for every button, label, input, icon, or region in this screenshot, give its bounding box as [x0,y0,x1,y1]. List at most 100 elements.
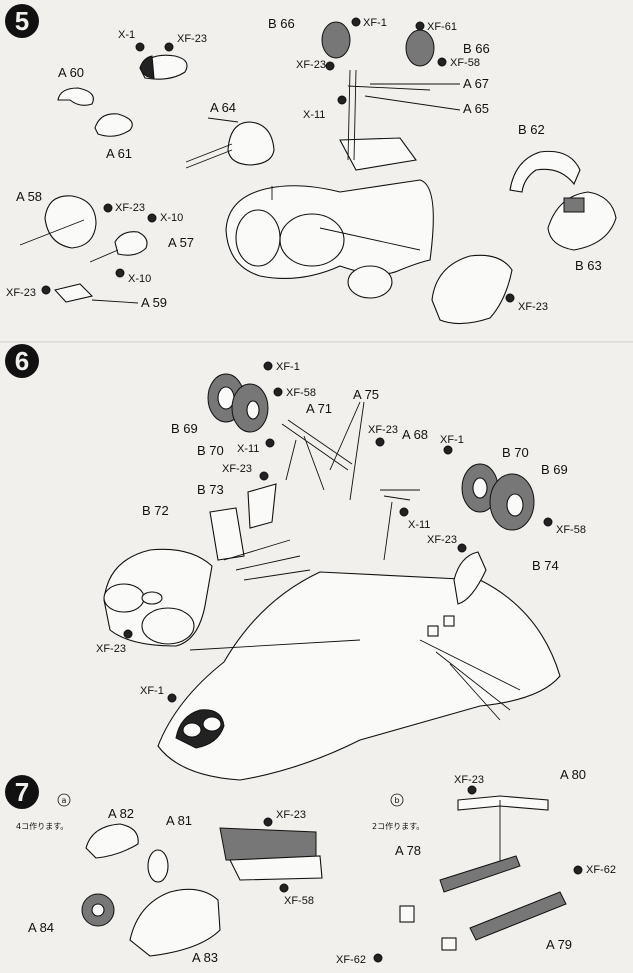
paint-dot [505,293,515,303]
paint-dot [273,387,283,397]
step-6-number: 6 [15,346,29,376]
paint-label: X-10 [128,273,151,285]
paint-dot [167,693,177,703]
b63-window [563,197,585,213]
part-label: A 82 [108,806,134,821]
paint-label: XF-58 [284,895,314,907]
paint-label: X-11 [408,519,430,531]
gun-barrel [185,149,233,169]
step-5-number: 5 [15,6,29,36]
fuselage-window [443,615,455,627]
paint-dot [265,438,275,448]
paint-dot [263,817,273,827]
part-a59 [53,283,94,303]
part-label: B 69 [171,421,198,436]
part-label: A 80 [560,767,586,782]
wheel-b66 [405,29,435,67]
part-label: A 64 [210,100,236,115]
sub-marker-b [390,793,404,807]
part-label: A 65 [463,101,489,116]
paint-dot [115,268,125,278]
paint-label: X-1 [118,29,135,41]
part-label: A 67 [463,76,489,91]
wheel-bay [347,265,393,299]
gun-barrel [185,143,233,163]
paint-label: XF-23 [368,424,398,436]
part-b73 [247,483,277,529]
paint-dot [375,437,385,447]
leader-line [349,401,365,501]
part-a78-second [441,937,457,951]
b72-opening [103,583,145,613]
sub-marker-label: b [394,796,399,805]
paint-label: XF-1 [440,434,464,446]
wheel-hub [506,493,524,517]
paint-label: XF-23 [276,809,306,821]
cockpit-floor [339,137,417,171]
paint-label: XF-62 [336,954,366,966]
paint-dot [164,42,174,52]
paint-dot [279,883,289,893]
paint-label: XF-61 [427,21,457,33]
paint-label: XF-23 [96,643,126,655]
engine-nacelle [431,254,513,325]
step-5: 5 X-1 XF-23 A 60 A 61 A 64 A 58 XF-23 A … [0,4,633,343]
paint-dot [373,953,383,963]
part-label: B 66 [268,16,295,31]
wheel-b66 [321,21,351,59]
part-label: A 84 [28,920,54,935]
paint-dot [103,203,113,213]
cockpit-window [279,213,345,267]
part-a58 [44,195,97,249]
engine-block [219,827,317,861]
paint-label: X-11 [237,443,259,455]
part-a82 [85,823,139,859]
leader-line [329,401,361,471]
paint-dot [543,517,553,527]
nose-window [202,716,222,732]
b72-opening [141,607,195,645]
engine-base [229,855,323,881]
paint-label: X-10 [160,212,183,224]
part-label: B 74 [532,558,559,573]
step-7-number: 7 [15,777,29,807]
paint-label: XF-23 [115,202,145,214]
step-7-badge [5,775,39,809]
paint-label: XF-58 [450,57,480,69]
wing-ribs [419,639,521,721]
quantity-note: 4コ作ります。 [16,821,68,831]
leader-line [207,117,239,123]
nose-window [182,722,202,738]
paint-label: XF-23 [6,287,36,299]
part-label: B 73 [197,482,224,497]
part-a57 [114,231,148,256]
paint-dot [457,543,467,553]
paint-dot [351,17,361,27]
part-a78 [399,905,415,923]
paint-dot [259,471,269,481]
fuselage-main [157,571,561,781]
part-label: A 71 [306,401,332,416]
paint-dot [337,95,347,105]
paint-dot [41,285,51,295]
leader-line [91,299,139,304]
part-label: A 61 [106,146,132,161]
part-label: A 83 [192,950,218,965]
paint-label: XF-58 [286,387,316,399]
paint-label: XF-1 [140,685,164,697]
part-label: A 68 [402,427,428,442]
part-label: B 69 [541,462,568,477]
paint-dot [443,445,453,455]
part-a61 [94,113,133,137]
part-label: B 70 [502,445,529,460]
paint-label: X-11 [303,109,325,121]
arrow-line [19,219,85,246]
part-a60 [57,87,94,106]
sub-marker-a [57,793,71,807]
paint-label: XF-23 [296,59,326,71]
nose-window [235,209,281,267]
paint-dot [573,865,583,875]
gear-strut [281,419,353,491]
part-label: B 62 [518,122,545,137]
sub-marker-label: a [62,796,67,805]
